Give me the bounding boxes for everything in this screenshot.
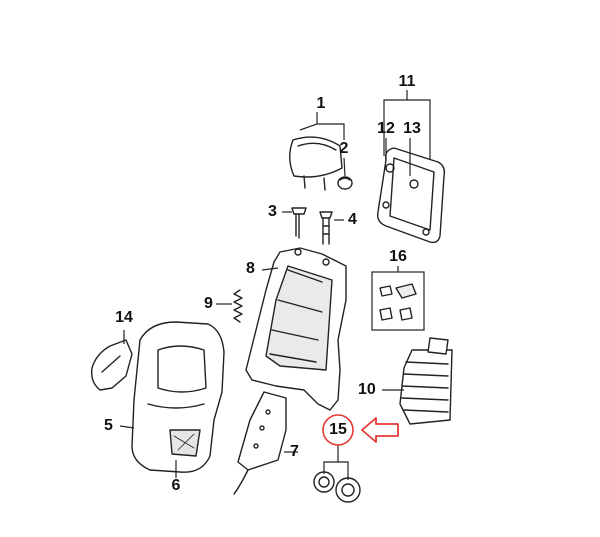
callout-3: 3 (268, 203, 277, 220)
callout-5: 5 (104, 417, 113, 434)
lumbar-pad-part (233, 391, 287, 495)
highlight-circle (322, 414, 354, 446)
headrest-part (289, 136, 343, 191)
leader-lines (119, 90, 431, 480)
lumbar-grid-part (399, 337, 453, 425)
seatback-frame-part (245, 247, 347, 411)
guide-sleeve-part (319, 211, 333, 245)
callout-10: 10 (358, 381, 376, 398)
callout-2: 2 (339, 140, 349, 157)
callout-4: 4 (348, 211, 357, 228)
seatback-cushion-part (131, 321, 225, 473)
side-cover-part (90, 339, 133, 391)
kit-box (371, 271, 425, 331)
callout-14: 14 (115, 309, 133, 326)
callout-6: 6 (171, 477, 181, 494)
callout-9: 9 (204, 295, 213, 312)
highlight-arrow (361, 417, 399, 443)
callout-13: 13 (403, 120, 421, 137)
highlight-marker (322, 414, 399, 446)
callout-1: 1 (316, 95, 326, 112)
callout-8: 8 (246, 260, 255, 277)
guide-pin-part (291, 207, 307, 239)
callout-11: 11 (398, 73, 416, 90)
clip-kit-part (379, 283, 417, 321)
spring-part (233, 289, 243, 323)
callout-16: 16 (389, 248, 407, 265)
knob-part (313, 471, 361, 503)
clip-part (337, 176, 353, 190)
back-panel-part (376, 147, 446, 244)
callout-12: 12 (377, 120, 395, 137)
callout-15: 15 (329, 421, 347, 438)
callout-7: 7 (290, 443, 299, 460)
